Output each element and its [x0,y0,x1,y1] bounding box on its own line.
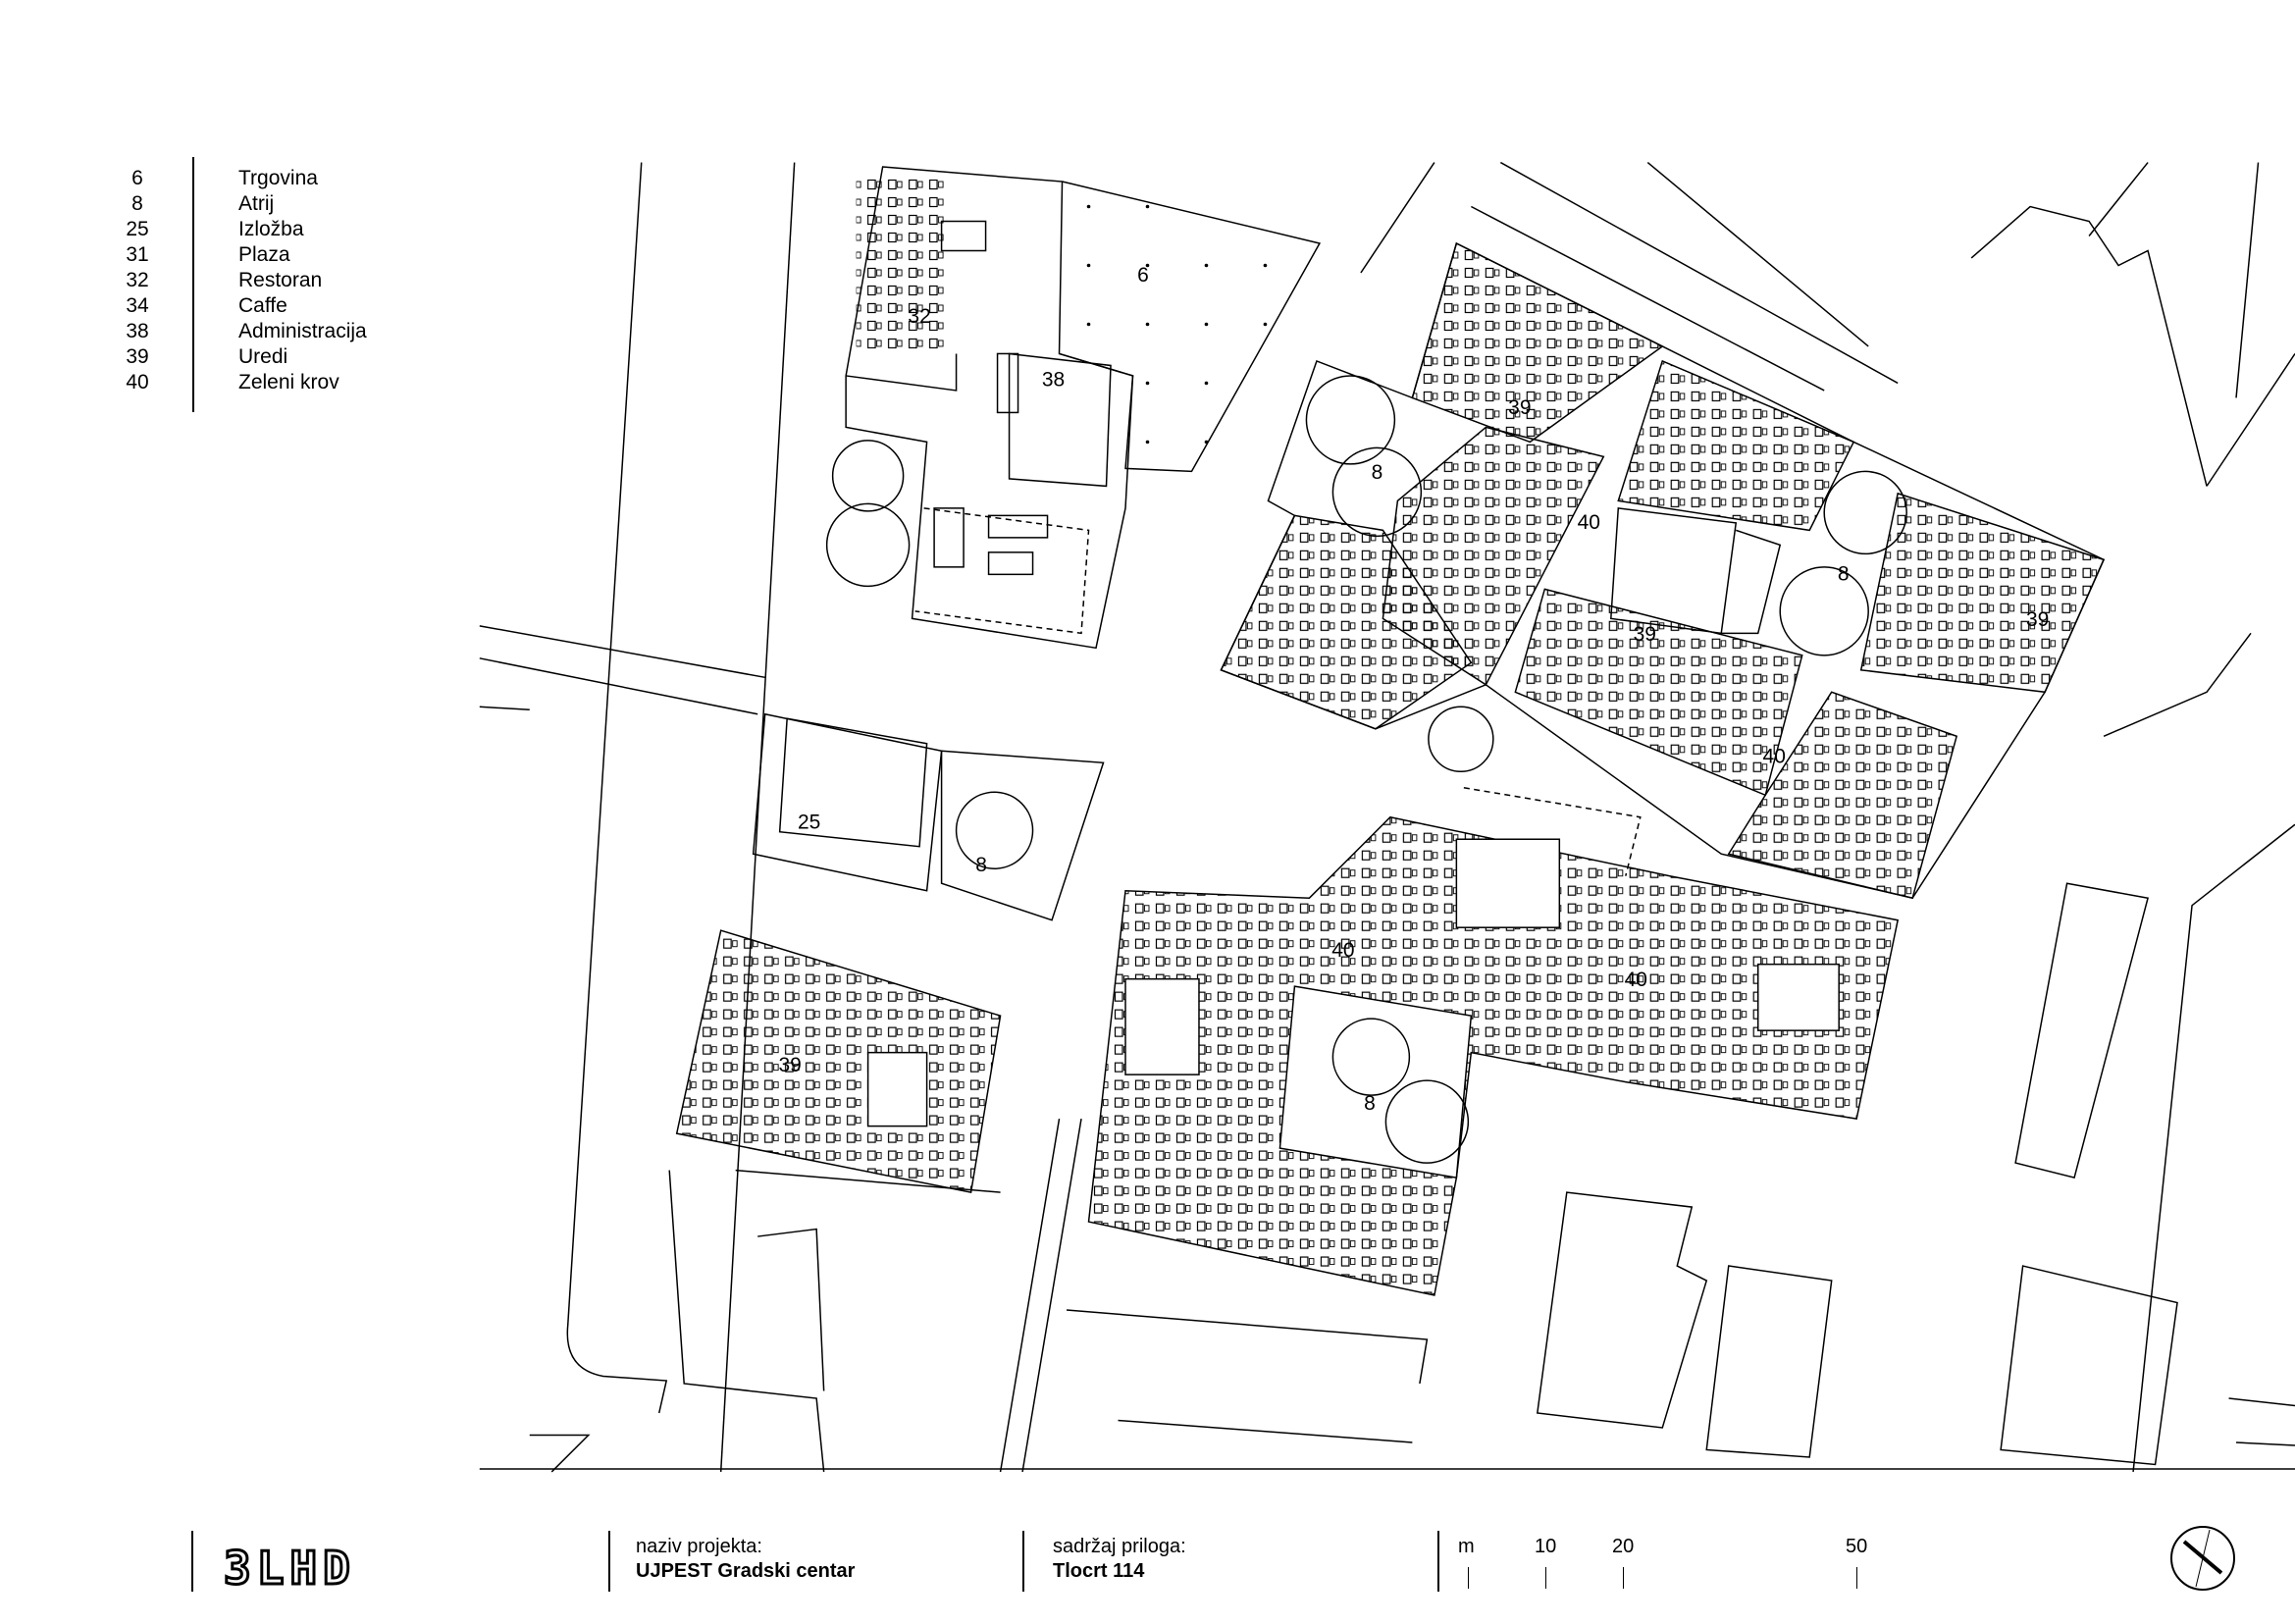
legend-label: Zeleni krov [238,371,339,393]
north-arrow-icon [2170,1526,2235,1591]
plan-label: 8 [975,854,987,876]
scale-tick [1856,1567,1857,1589]
divider [608,1531,610,1592]
scale-tick [1623,1567,1624,1589]
context-lines [479,161,2295,1473]
plan-label: 38 [1042,368,1065,391]
legend-number: 32 [126,269,149,291]
project-name: UJPEST Gradski centar [636,1560,856,1582]
content-label: sadržaj priloga: [1053,1536,1186,1557]
legend-label: Izložba [238,218,304,240]
plan-label: 39 [2026,608,2049,631]
content-value: Tlocrt 114 [1053,1560,1145,1582]
legend-label: Caffe [238,294,287,317]
plan-label: 39 [1508,396,1531,419]
plan-label: 8 [1364,1092,1376,1115]
legend-number: 8 [131,192,143,215]
plan-label: 25 [798,812,820,834]
divider [1022,1531,1024,1592]
legend-label: Plaza [238,243,290,266]
plan-label: 40 [1625,969,1647,991]
legend-number: 31 [126,243,149,266]
plan-label: 8 [1838,562,1850,585]
scale-label: 50 [1846,1536,1868,1557]
scale-tick [1545,1567,1546,1589]
scale-label: 20 [1612,1536,1635,1557]
building-offices-east [1220,241,2106,900]
legend-number: 25 [126,218,149,240]
legend-number: 34 [126,294,149,317]
building-offices-south [1087,787,1900,1296]
plan-label: 8 [1372,461,1383,484]
legend-label: Administracija [238,320,367,342]
plan-label: 40 [1578,511,1600,534]
legend-label: Restoran [238,269,323,291]
divider [1437,1531,1439,1592]
project-label: naziv projekta: [636,1536,762,1557]
legend-label: Atrij [238,192,275,215]
legend-number: 6 [131,167,143,189]
scale-tick [1468,1567,1469,1589]
building-exhibition [752,712,1105,921]
divider [191,1531,193,1592]
trees [825,375,1907,1164]
plan-label: 39 [778,1054,801,1076]
plan-label: 40 [1763,745,1786,767]
plan-label: 32 [908,305,930,328]
trgovina-area [1059,181,1322,473]
title-block: 3LHD naziv projekta: UJPEST Gradski cent… [0,1526,2295,1597]
scale-unit: m [1458,1536,1475,1557]
plan-label: 39 [1634,623,1656,646]
legend-divider [192,157,194,412]
scale-label: 10 [1535,1536,1557,1557]
plan-label: 6 [1137,264,1149,287]
building-offices-southwest [675,929,1002,1193]
legend-label: Uredi [238,345,288,368]
plan-label: 40 [1331,939,1354,962]
legend-number: 38 [126,320,149,342]
legend-number: 40 [126,371,149,393]
legend-label: Trgovina [238,167,318,189]
logo: 3LHD [223,1541,356,1597]
legend-number: 39 [126,345,149,368]
